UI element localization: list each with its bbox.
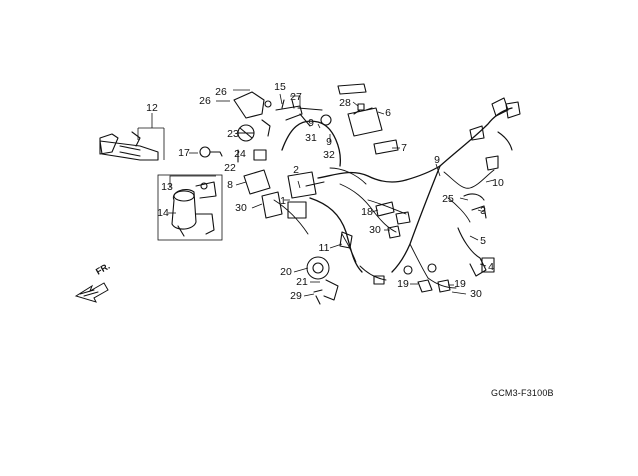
callout-14: 14 — [157, 207, 169, 219]
callout-22: 22 — [224, 162, 236, 174]
callout-4: 4 — [488, 261, 494, 273]
callout-19-a: 19 — [397, 278, 409, 290]
callout-21: 21 — [296, 276, 308, 288]
callout-3: 3 — [480, 205, 486, 217]
callout-29: 29 — [290, 290, 302, 302]
callout-19-b: 19 — [454, 278, 466, 290]
leader-lines — [137, 89, 495, 297]
callout-13: 13 — [161, 181, 173, 193]
direction-label: FR. — [94, 261, 112, 277]
throttle-grip-part — [99, 131, 159, 161]
callout-30-b: 30 — [369, 224, 381, 236]
callout-12: 12 — [146, 102, 158, 114]
callout-26-a: 26 — [215, 86, 227, 98]
callout-30-a: 30 — [235, 202, 247, 214]
callout-26-b: 26 — [199, 95, 211, 107]
callout-23: 23 — [227, 128, 239, 140]
callout-2: 2 — [293, 164, 299, 176]
callout-31: 31 — [305, 132, 317, 144]
upper-small-parts — [233, 91, 332, 163]
callout-18: 18 — [361, 206, 373, 218]
callout-6: 6 — [385, 107, 391, 119]
callout-28: 28 — [339, 97, 351, 109]
diagram-reference-code: GCM3-F3100B — [491, 388, 554, 398]
center-lower-connectors — [375, 201, 451, 293]
callout-numbers: 12 17 13 14 26 26 15 27 28 6 7 23 24 22 … — [146, 81, 504, 302]
callout-9-a: 9 — [308, 117, 314, 129]
callout-25: 25 — [442, 193, 454, 205]
callout-20: 20 — [280, 266, 292, 278]
main-wiring-harness — [273, 107, 513, 289]
callout-5: 5 — [480, 235, 486, 247]
relay-and-module-parts — [243, 169, 325, 219]
horn-and-lower-parts — [306, 231, 385, 305]
callout-32: 32 — [323, 149, 335, 161]
callout-24: 24 — [234, 148, 246, 160]
callout-9-c: 9 — [434, 154, 440, 166]
key-part — [199, 146, 223, 158]
callout-30-c: 30 — [470, 288, 482, 300]
callout-11: 11 — [319, 242, 330, 254]
callout-9-b: 9 — [326, 136, 332, 148]
callout-15: 15 — [274, 81, 286, 93]
battery-parts — [337, 83, 399, 155]
front-direction-arrow — [74, 282, 109, 303]
ignition-switch-part — [157, 174, 223, 241]
callout-17: 17 — [178, 147, 190, 159]
callout-8: 8 — [227, 179, 233, 191]
front-harness-connectors — [457, 97, 521, 277]
callout-27: 27 — [290, 91, 302, 103]
callout-1: 1 — [280, 195, 286, 207]
callout-7: 7 — [401, 142, 407, 154]
callout-10: 10 — [492, 177, 504, 189]
